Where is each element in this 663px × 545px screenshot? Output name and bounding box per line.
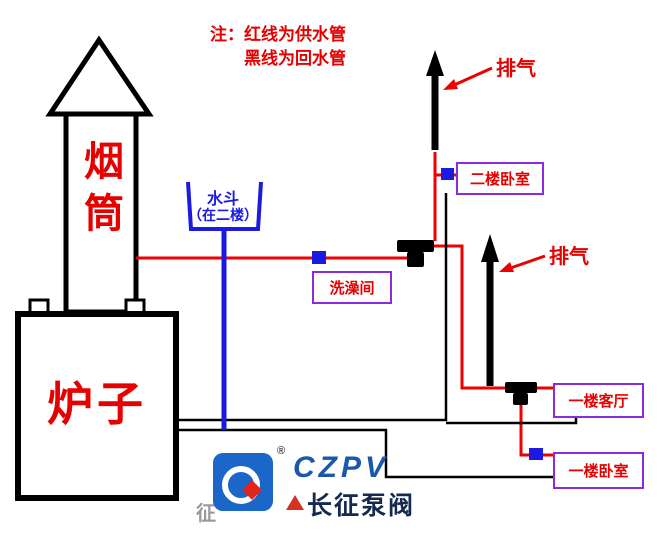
czpv-logo-icon: [213, 453, 273, 511]
exhaust-pointer-arrows: [443, 66, 546, 272]
logo-brand-text: CZPV: [293, 451, 390, 484]
chimney-body: [63, 111, 139, 315]
exhaust-top-pointer-line: [451, 66, 493, 88]
return-pipes: [176, 193, 578, 479]
return-bedroom1-line: [176, 428, 553, 479]
stove-chimney-outline: [15, 35, 179, 501]
registered-trademark-symbol: ®: [277, 445, 286, 457]
label-box-bedroom1: 一楼卧室: [553, 452, 644, 489]
supply-branch-bedroom1: [519, 398, 553, 457]
pipe-tee-upper: [397, 240, 434, 267]
label-living1: 一楼客厅: [568, 393, 629, 410]
bucket-subtitle: （在二楼）: [188, 207, 258, 223]
exhaust-mid-pointer-head: [499, 262, 514, 272]
chimney-cap-triangle: [45, 35, 154, 117]
valves: [312, 168, 543, 460]
exhaust-top-pointer-head: [443, 79, 458, 90]
bucket-title: 水斗: [207, 191, 240, 208]
label-box-living1: 一楼客厅: [553, 383, 644, 418]
return-bedroom2-line: [176, 193, 448, 422]
legend-note-line2: 黑线为回水管: [244, 49, 346, 68]
label-box-bathroom: 洗澡间: [312, 271, 392, 304]
water-bucket-shape: [186, 181, 263, 430]
label-bathroom: 洗澡间: [329, 280, 375, 297]
exhaust-label-top: 排气: [496, 58, 536, 80]
stove-body: [15, 311, 179, 501]
exhaust-label-mid: 排气: [549, 246, 589, 268]
label-box-bedroom2: 二楼卧室: [456, 162, 544, 195]
label-bedroom2: 二楼卧室: [469, 171, 530, 188]
exhaust-vent-mid-arrow: [481, 234, 499, 386]
pipe-tee-lower: [505, 382, 537, 405]
chimney-label: 烟筒: [78, 140, 122, 244]
exhaust-vent-top-arrow: [426, 50, 444, 150]
logo-watermark-char: 征: [196, 503, 216, 525]
stove-label: 炉子: [47, 378, 147, 430]
label-bedroom1: 一楼卧室: [568, 463, 629, 480]
logo-company-name: 长征泵阀: [307, 492, 416, 520]
valve-bathroom: [312, 251, 326, 264]
legend-note-line1: 注：红线为供水管: [210, 25, 346, 44]
valve-bedroom1: [529, 448, 543, 460]
exhaust-vent-mid-arrowhead: [481, 234, 499, 262]
valve-bedroom2: [441, 168, 454, 180]
exhaust-vent-top-arrowhead: [426, 50, 444, 76]
